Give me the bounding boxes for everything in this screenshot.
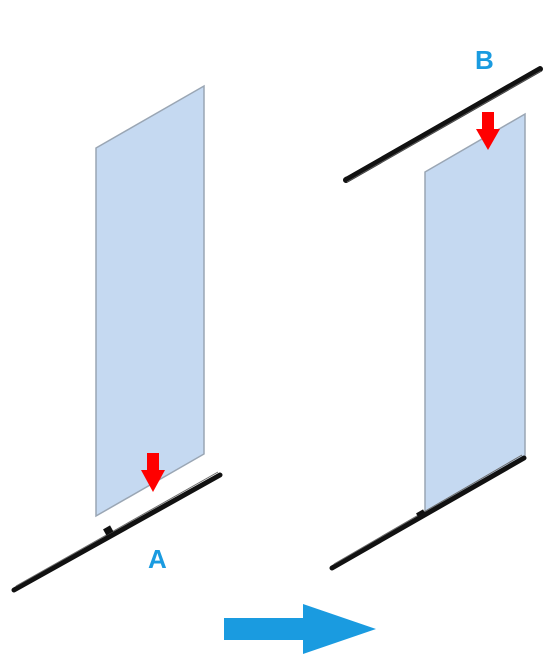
step-a-group: A — [11, 84, 223, 593]
bottom-rail-left — [11, 471, 223, 593]
step-a-label: A — [148, 544, 167, 574]
sequence-arrow-right-icon — [224, 604, 376, 654]
glass-panel-right — [424, 112, 526, 518]
glass-panel-left — [95, 84, 205, 518]
top-rail-right — [343, 64, 543, 183]
step-b-label: B — [475, 45, 494, 75]
insert-arrow-down-icon-left — [141, 453, 165, 492]
step-b-group: B — [329, 45, 543, 571]
bottom-rail-right — [329, 454, 527, 571]
insert-arrow-down-icon-right — [476, 112, 500, 150]
